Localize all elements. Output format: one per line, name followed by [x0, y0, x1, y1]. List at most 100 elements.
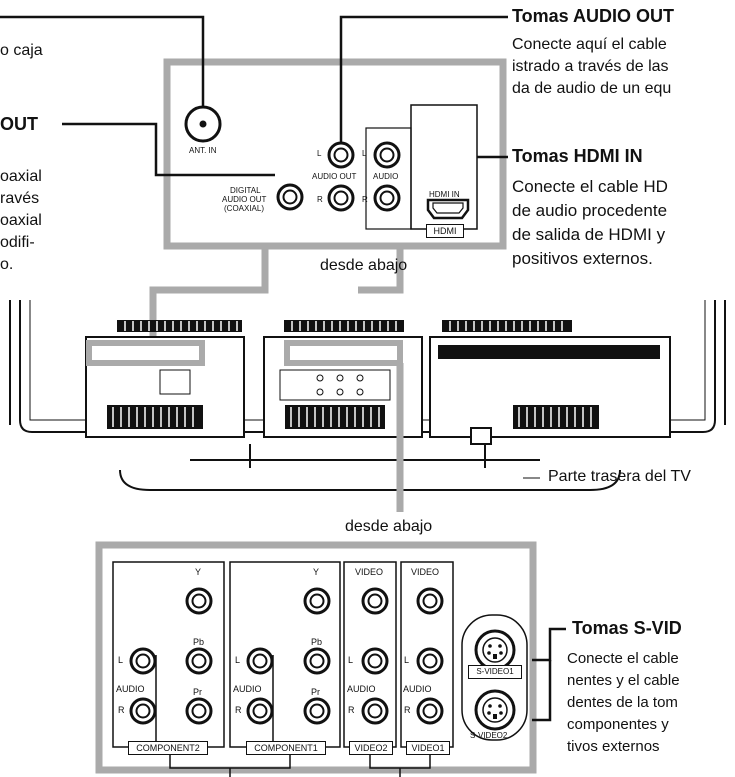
video1-audio-r-jack	[416, 697, 444, 725]
video1-audio-label: AUDIO	[403, 684, 432, 694]
left-desc-3: oaxial	[0, 212, 42, 229]
video2-video-label: VIDEO	[355, 567, 384, 577]
hdmi-group-label: HDMI	[426, 224, 464, 238]
bottom-panel-caption: desde abajo	[345, 518, 433, 535]
top-connector-left	[149, 246, 269, 341]
audio-out-callout-desc-2: istrado a través de las	[512, 58, 669, 75]
digital-audio-out-jack	[276, 183, 304, 211]
hdmi-audio-r-label: R	[362, 195, 368, 204]
svideo-callout-title: Tomas S-VID	[572, 618, 682, 638]
component2-pr-label: Pr	[193, 687, 202, 697]
component2-group-label: COMPONENT2	[128, 741, 208, 755]
svideo-box	[461, 614, 528, 741]
video2-l-label: L	[348, 655, 354, 665]
component2-pb-jack	[185, 647, 213, 675]
left-desc-5: o.	[0, 256, 14, 273]
video2-audio-l-jack	[361, 647, 389, 675]
svideo-leader	[532, 627, 566, 662]
hdmi-callout-title: Tomas HDMI IN	[512, 146, 643, 166]
component1-audio-l-jack	[246, 647, 274, 675]
audio-out-r-label: R	[317, 195, 323, 204]
component2-audio-label: AUDIO	[116, 684, 145, 694]
svideo-leader-2	[532, 660, 552, 722]
audio-out-callout-title: Tomas AUDIO OUT	[512, 6, 675, 26]
video2-group-label: VIDEO2	[349, 741, 393, 755]
tv-vent-stripes	[112, 321, 592, 427]
hdmi-callout-desc-3: de salida de HDMI y	[512, 225, 666, 244]
left-desc-2: ravés	[0, 190, 40, 207]
left-heading: OUT	[0, 114, 38, 134]
component1-group-label: COMPONENT1	[246, 741, 326, 755]
svideo1-jack	[474, 629, 516, 671]
component1-l-label: L	[235, 655, 241, 665]
component1-audio-label: AUDIO	[233, 684, 262, 694]
audio-out-l-label: L	[317, 149, 322, 158]
hdmi-callout-desc-4: positivos externos.	[512, 249, 653, 268]
video1-group-label: VIDEO1	[406, 741, 450, 755]
ant-in-label: ANT. IN	[189, 146, 217, 155]
video2-r-label: R	[348, 705, 355, 715]
component1-pb-jack	[303, 647, 331, 675]
tv-caption: Parte trasera del TV	[548, 468, 691, 485]
audio-group-box	[365, 127, 412, 230]
component2-audio-r-jack	[129, 697, 157, 725]
component2-pb-label: Pb	[193, 637, 205, 647]
svideo-callout-desc-1: Conecte el cable	[567, 650, 679, 667]
svideo-callout-desc-4: componentes y	[567, 716, 669, 733]
audio-out-callout-desc-3: da de audio de un equ	[512, 80, 672, 97]
hdmi-audio-label: AUDIO	[373, 172, 399, 181]
component1-pr-jack	[303, 697, 331, 725]
component1-r-label: R	[235, 705, 242, 715]
component1-pr-label: Pr	[311, 687, 320, 697]
component2-pr-jack	[185, 697, 213, 725]
audio-out-leader	[339, 15, 508, 143]
hdmi-callout-desc-2: de audio procedente	[512, 201, 668, 220]
video2-video-jack	[361, 587, 389, 615]
hdmi-callout-desc-1: Conecte el cable HD	[512, 177, 668, 196]
component2-l-label: L	[118, 655, 124, 665]
digital-leader	[62, 122, 275, 177]
left-intro-text: o caja	[0, 42, 43, 59]
svideo-callout-desc-3: dentes de la tom	[567, 694, 678, 711]
component2-r-label: R	[118, 705, 125, 715]
audio-out-label: AUDIO OUT	[312, 172, 357, 181]
component1-pb-label: Pb	[311, 637, 323, 647]
video2-audio-label: AUDIO	[347, 684, 376, 694]
video1-video-label: VIDEO	[411, 567, 440, 577]
video1-audio-l-jack	[416, 647, 444, 675]
top-panel-caption: desde abajo	[320, 257, 408, 274]
component1-y-jack	[303, 587, 331, 615]
ant-in-jack	[184, 105, 222, 143]
hdmi-in-port	[426, 198, 470, 220]
audio-out-callout-desc-1: Conecte aquí el cable	[512, 36, 667, 53]
ant-leader	[0, 15, 205, 107]
digital-audio-out-label-2: AUDIO OUT	[222, 195, 267, 204]
svideo1-label: S-VIDEO1	[468, 665, 522, 679]
tv-mini-jacks	[159, 369, 391, 401]
video2-audio-r-jack	[361, 697, 389, 725]
top-connector-right	[358, 246, 404, 294]
digital-audio-out-label-1: DIGITAL	[230, 186, 261, 195]
audio-out-r-jack	[327, 184, 355, 212]
svideo2-jack	[474, 689, 516, 731]
left-desc-4: odifi-	[0, 234, 35, 251]
left-desc-1: oaxial	[0, 168, 42, 185]
digital-audio-out-label-3: (COAXIAL)	[224, 204, 265, 213]
component2-audio-l-jack	[129, 647, 157, 675]
component1-y-label: Y	[313, 567, 320, 577]
bottom-brackets	[169, 755, 431, 777]
svideo-callout-desc-5: tivos externos	[567, 738, 660, 755]
component2-y-jack	[185, 587, 213, 615]
tv-highlight-left	[86, 340, 205, 366]
svideo-callout-desc-2: nentes y el cable	[567, 672, 680, 689]
component1-audio-r-jack	[246, 697, 274, 725]
tv-highlight-right	[284, 340, 403, 366]
hdmi-audio-l-jack	[373, 141, 401, 169]
hdmi-audio-l-label: L	[362, 149, 367, 158]
audio-out-l-jack	[327, 141, 355, 169]
hdmi-audio-r-jack	[373, 184, 401, 212]
video1-r-label: R	[404, 705, 411, 715]
video1-video-jack	[416, 587, 444, 615]
component2-y-label: Y	[195, 567, 202, 577]
